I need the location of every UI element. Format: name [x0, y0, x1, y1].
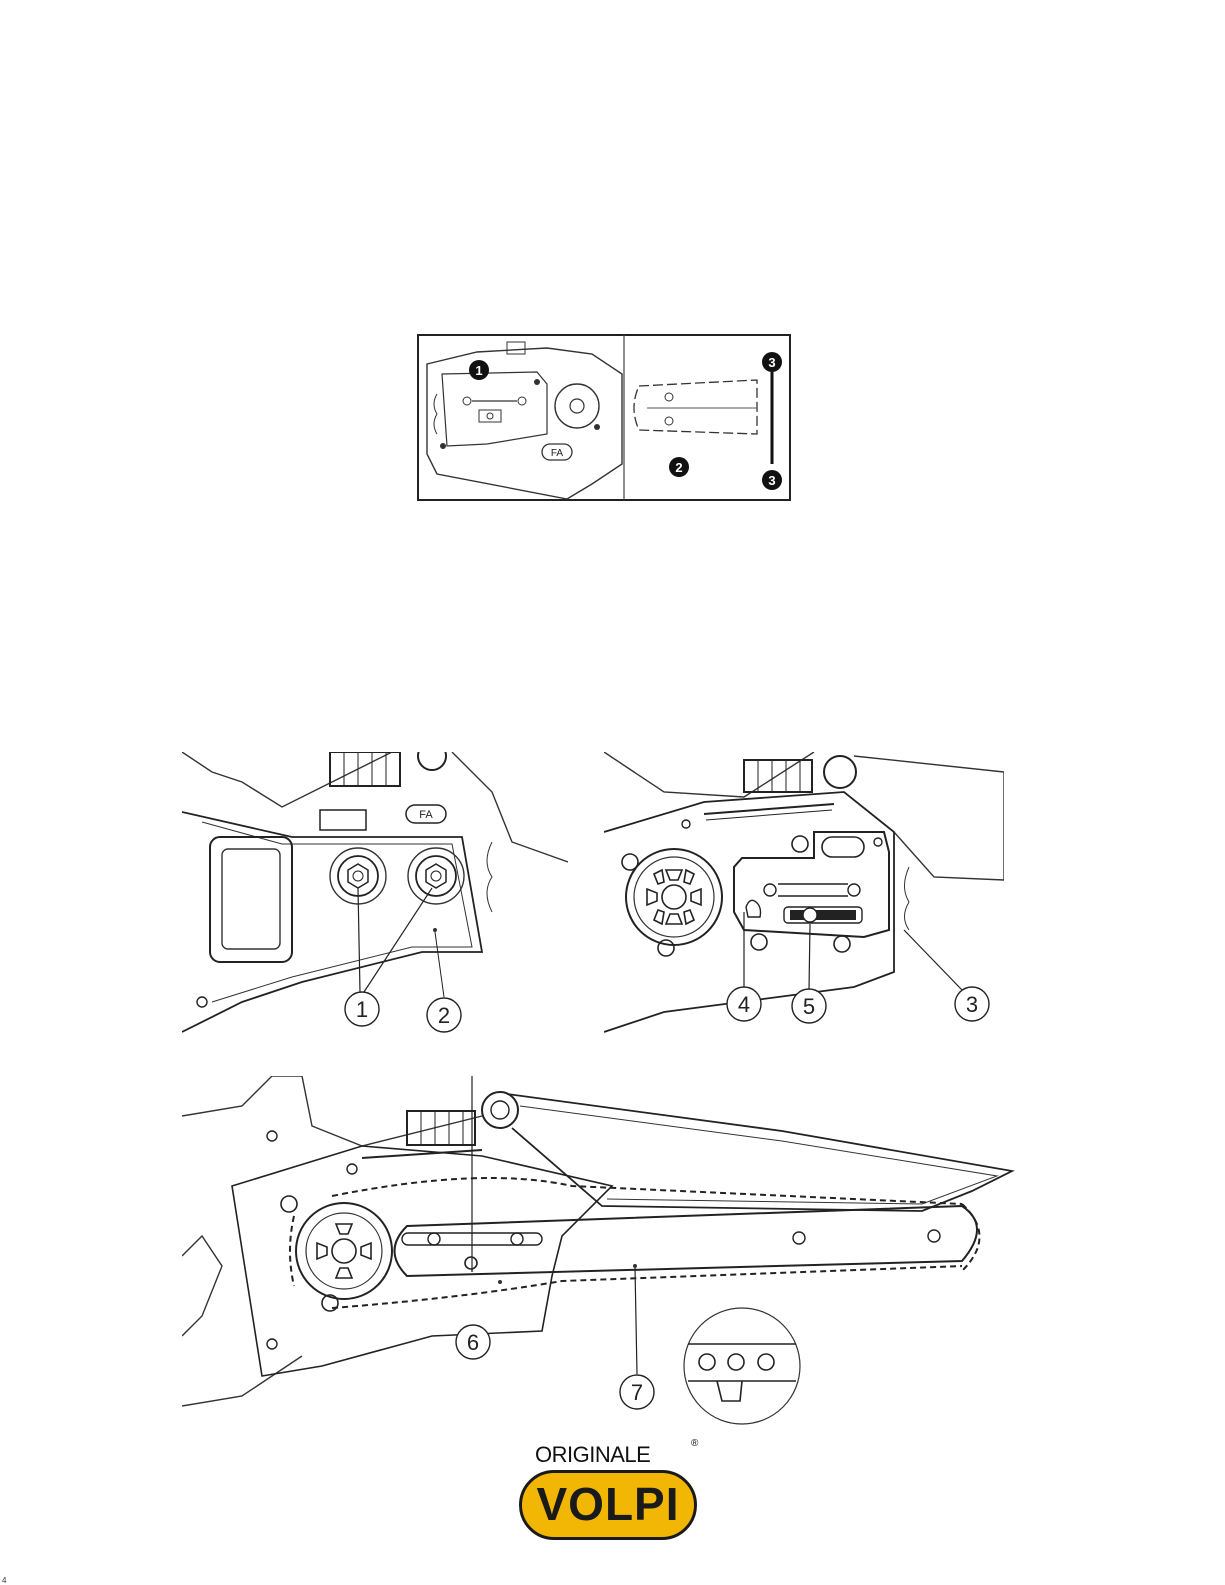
callout-1: 1	[475, 363, 482, 378]
callout-3-bottom: 3	[768, 473, 775, 488]
callout-3: 3	[966, 992, 978, 1017]
top-left-drawing: FA 1 2	[182, 752, 568, 1042]
callout-3-top: 3	[768, 355, 775, 370]
callout-5: 5	[803, 994, 815, 1019]
logo-registered-mark: ®	[691, 1438, 698, 1449]
page-number: 4	[2, 1576, 6, 1585]
callout-7: 7	[631, 1380, 643, 1405]
top-left-plate-label: FA	[419, 809, 433, 821]
figure-bottom: 6 7	[182, 1076, 1020, 1428]
callout-4: 4	[738, 992, 750, 1017]
callout-2: 2	[675, 460, 682, 475]
callout-2: 2	[438, 1003, 450, 1028]
callout-1: 1	[356, 997, 368, 1022]
top-right-drawing: 4 5 3	[604, 752, 1004, 1042]
bottom-drawing: 6 7	[182, 1076, 1020, 1428]
small-figure: FA 1 2 3 3	[417, 334, 791, 501]
callout-6: 6	[467, 1330, 479, 1355]
small-plate-label: FA	[551, 448, 564, 459]
figure-top-right: 4 5 3	[604, 752, 1004, 1042]
brand-logo: ORIGINALE ® VOLPI	[505, 1438, 715, 1550]
figure-top-left: FA 1 2	[182, 752, 568, 1042]
small-figure-drawing: FA 1 2 3 3	[417, 334, 791, 501]
logo-main-text: VOLPI	[525, 1474, 691, 1534]
logo-top-text: ORIGINALE	[535, 1442, 650, 1468]
